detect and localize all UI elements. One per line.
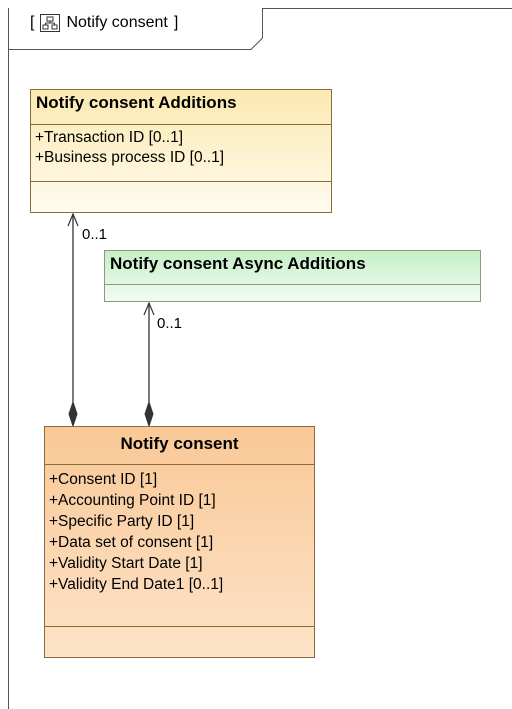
- attribute: +Accounting Point ID [1]: [49, 492, 216, 509]
- attribute: +Transaction ID [0..1]: [35, 129, 184, 146]
- multiplicity-additions: 0..1: [82, 226, 108, 243]
- composition-diamond-async: [144, 400, 154, 428]
- attribute: +Data set of consent [1]: [49, 534, 214, 551]
- class-name: Notify consent Async Additions: [105, 251, 480, 285]
- operation-compartment: [45, 627, 314, 641]
- composition-diamond-additions: [68, 400, 78, 428]
- diagram-icon: [40, 14, 61, 32]
- frame-title: [ Notify consent ]: [30, 14, 178, 32]
- arrowhead-async: [143, 301, 155, 316]
- operation-compartment: [31, 182, 331, 196]
- attribute: +Specific Party ID [1]: [49, 513, 195, 530]
- class-notify-consent[interactable]: Notify consent +Consent ID [1] +Accounti…: [44, 426, 315, 658]
- association-links: [67, 212, 155, 428]
- class-name: Notify consent Additions: [31, 90, 331, 125]
- class-name: Notify consent: [45, 427, 314, 465]
- frame-close-bracket: ]: [173, 14, 179, 31]
- attribute: +Validity End Date1 [0..1]: [49, 576, 224, 593]
- attribute: +Consent ID [1]: [49, 471, 158, 488]
- arrowhead-additions: [67, 212, 79, 227]
- attribute: +Validity Start Date [1]: [49, 555, 203, 572]
- frame-title-text: Notify consent: [66, 14, 168, 31]
- multiplicity-async: 0..1: [157, 315, 183, 332]
- class-notify-consent-additions[interactable]: Notify consent Additions +Transaction ID…: [30, 89, 332, 213]
- frame-open-bracket: [: [30, 14, 35, 31]
- class-notify-consent-async-additions[interactable]: Notify consent Async Additions: [104, 250, 481, 302]
- frame-tab: [8, 8, 263, 50]
- attribute: +Business process ID [0..1]: [35, 149, 225, 166]
- attribute-compartment: +Transaction ID [0..1] +Business process…: [31, 125, 331, 182]
- attribute-compartment: +Consent ID [1] +Accounting Point ID [1]…: [45, 465, 314, 627]
